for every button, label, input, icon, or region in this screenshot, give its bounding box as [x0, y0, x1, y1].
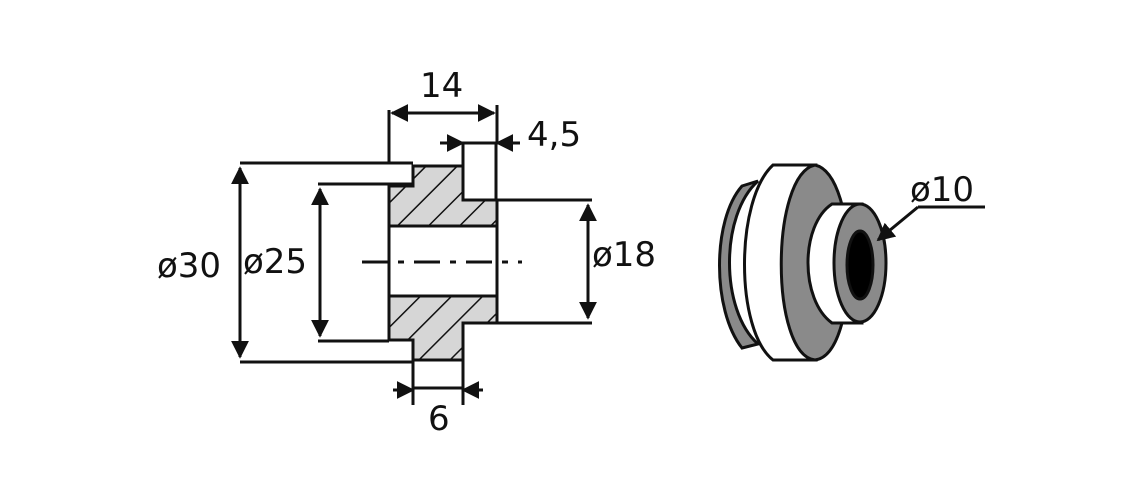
iso-rear-rim	[718, 179, 762, 350]
isometric-view	[718, 163, 985, 362]
dim-groove-width: 6	[428, 399, 450, 439]
flange-lower	[411, 358, 465, 390]
dim-flange-width: 4,5	[527, 115, 581, 155]
section-hatch-lower	[387, 294, 499, 362]
flange-upper	[461, 141, 498, 202]
dim-outer-diameter: ø30	[157, 246, 221, 286]
dim-bore-diameter: ø10	[910, 170, 974, 210]
section-view	[240, 105, 592, 405]
dimension-lines	[231, 104, 597, 399]
dim-width-total: 14	[420, 66, 463, 106]
dim-hub-diameter: ø18	[592, 235, 656, 275]
iso-bore	[845, 229, 875, 301]
dim-groove-diameter: ø25	[243, 242, 307, 282]
